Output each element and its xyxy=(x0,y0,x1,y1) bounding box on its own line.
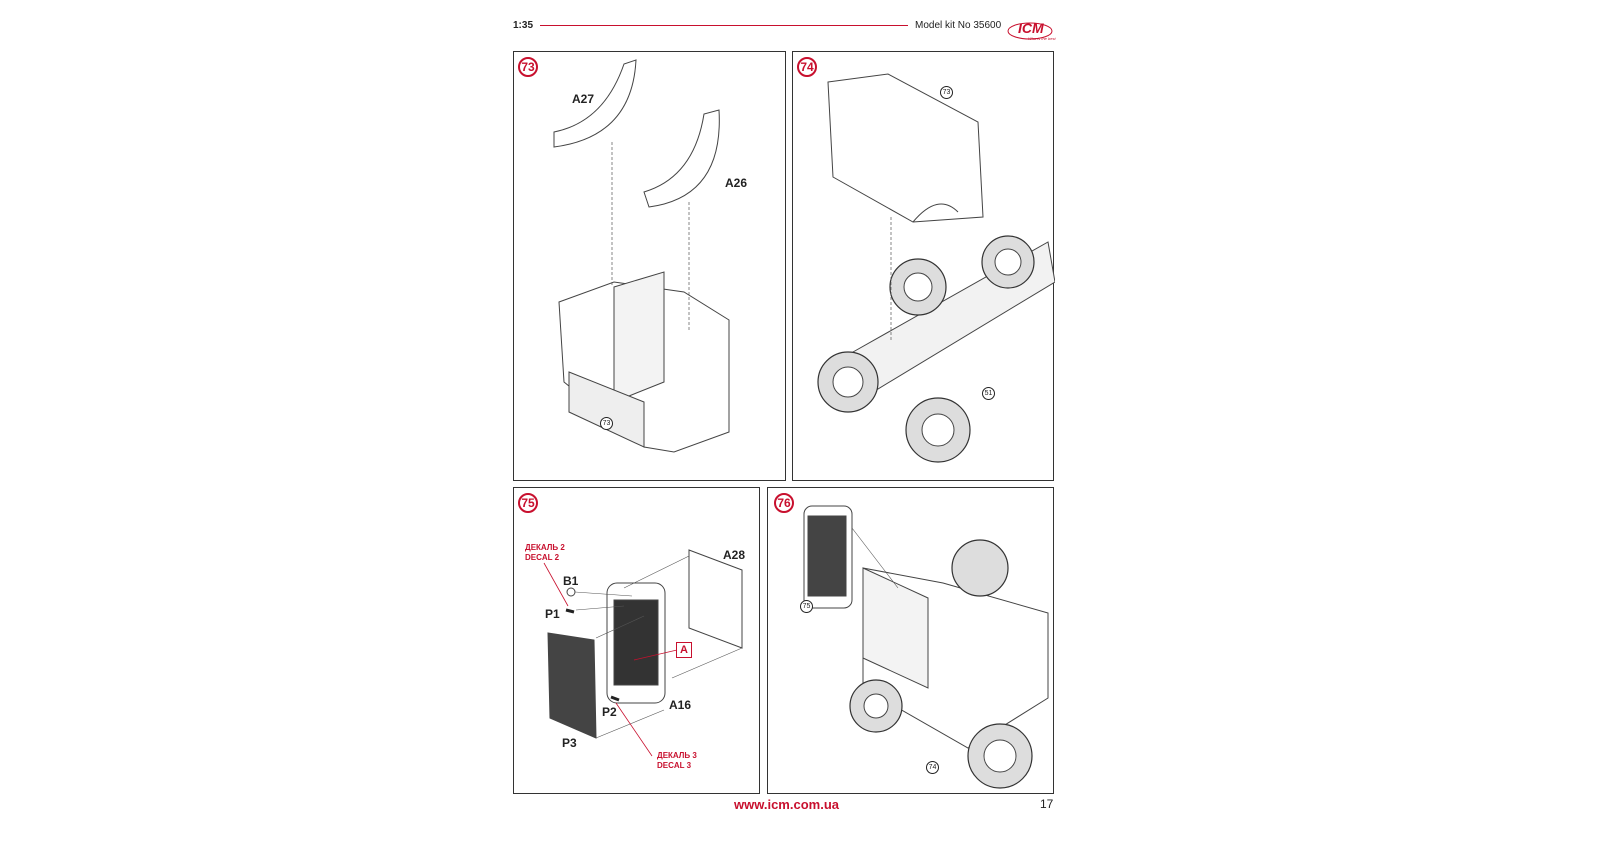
part-label: B1 xyxy=(563,574,579,588)
step-73-drawing xyxy=(553,59,730,453)
part-label: P1 xyxy=(545,607,560,621)
kit-number: Model kit No 35600 xyxy=(915,20,1002,31)
part-label: P3 xyxy=(562,736,577,750)
part-label: A27 xyxy=(572,92,595,106)
step-73-panel: 73 A27 A26 73 xyxy=(513,51,786,481)
step-number: 74 xyxy=(797,57,817,77)
color-code-box: A xyxy=(676,642,692,658)
step-75-drawing xyxy=(543,549,743,757)
step-reference: 74 xyxy=(926,761,939,774)
step-reference: 73 xyxy=(600,417,613,430)
step-74-drawing xyxy=(817,73,1055,463)
part-label: A16 xyxy=(669,698,692,712)
page-number: 17 xyxy=(1040,797,1054,811)
step-reference: 75 xyxy=(800,600,813,613)
step-74-panel: 74 73 51 xyxy=(792,51,1055,481)
step-reference: 51 xyxy=(982,387,995,400)
part-label: P2 xyxy=(602,705,617,719)
scale-label: 1:35 xyxy=(513,20,534,31)
step-76-drawing xyxy=(803,505,1049,789)
step-76-panel: 76 75 74 xyxy=(767,487,1054,794)
step-number: 73 xyxy=(518,57,538,77)
part-label: A28 xyxy=(723,548,746,562)
website-link[interactable]: www.icm.com.ua xyxy=(734,797,839,812)
icm-logo: ICM Who is the best xyxy=(1006,17,1056,43)
step-number: 76 xyxy=(774,493,794,513)
step-number: 75 xyxy=(518,493,538,513)
header-rule xyxy=(540,25,908,26)
part-label: A26 xyxy=(725,176,748,190)
step-reference: 73 xyxy=(940,86,953,99)
